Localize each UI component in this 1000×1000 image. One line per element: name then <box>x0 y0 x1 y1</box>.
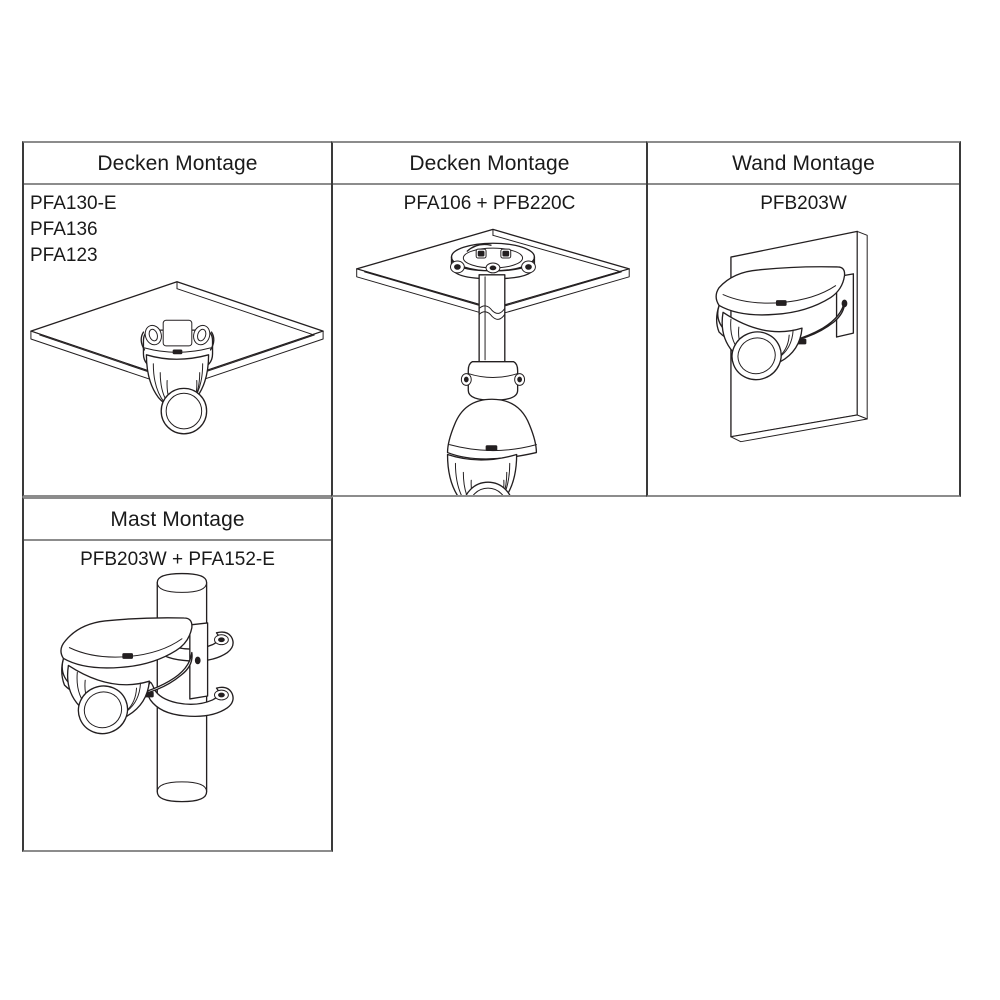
cell-body-wall-mount: PFB203W <box>648 185 959 495</box>
cell-header-ceiling-mount-a: Decken Montage <box>24 143 331 185</box>
pole-clamp-lower-graphic <box>146 681 234 718</box>
table-row: Mast Montage PFB203W + PFA152-E <box>22 497 961 852</box>
cell-body-pole-mount: PFB203W + PFA152-E <box>24 541 331 850</box>
eyeball-dome-camera-graphic <box>140 319 215 435</box>
pendant-adapter-plate-graphic <box>450 242 536 280</box>
illustration-vertical-pole-with-two-clamps-bracket-and-dome-camera <box>24 541 331 850</box>
model-list-ceiling-mount-a: PFA130-E PFA136 PFA123 <box>30 193 117 267</box>
model-list-pole-mount: PFB203W + PFA152-E <box>80 549 275 570</box>
illustration-ceiling-plate-with-pendant-pole-and-dome-camera <box>333 185 646 495</box>
cell-header-pole-mount: Mast Montage <box>24 499 331 541</box>
cell-header-label: Decken Montage <box>97 151 258 175</box>
adapter-bolt-heads <box>450 248 536 274</box>
pole-dome-camera-graphic <box>66 664 151 735</box>
cell-header-ceiling-mount-b: Decken Montage <box>333 143 646 185</box>
cell-body-ceiling-mount-b: PFA106 + PFB220C <box>333 185 646 495</box>
pendant-dome-camera-graphic <box>446 398 538 495</box>
mount-cell-pole-mount: Mast Montage PFB203W + PFA152-E <box>22 497 333 852</box>
mount-cell-ceiling-mount-a: Decken Montage PFA130-E PFA136 PFA123 <box>22 141 333 497</box>
illustration-wall-panel-with-wall-bracket-and-dome-camera <box>648 185 959 495</box>
cell-body-ceiling-mount-a: PFA130-E PFA136 PFA123 <box>24 185 331 495</box>
wall-bracket-graphic <box>715 266 855 346</box>
pole-coupling-collar-graphic <box>460 361 526 401</box>
mount-cell-wall-mount: Wand Montage PFB203W <box>646 141 961 497</box>
cell-header-label: Wand Montage <box>732 151 875 175</box>
cell-header-label: Mast Montage <box>110 507 245 531</box>
mount-cell-ceiling-mount-b: Decken Montage PFA106 + PFB220C <box>331 141 648 497</box>
mounting-options-table: Decken Montage PFA130-E PFA136 PFA123 <box>22 141 961 852</box>
cell-header-label: Decken Montage <box>409 151 570 175</box>
table-row: Decken Montage PFA130-E PFA136 PFA123 <box>22 141 961 497</box>
model-list-ceiling-mount-b: PFA106 + PFB220C <box>403 193 576 214</box>
illustration-ceiling-plate-with-eyeball-dome-camera <box>24 185 331 495</box>
cell-header-wall-mount: Wand Montage <box>648 143 959 185</box>
pendant-pole-graphic <box>478 274 506 363</box>
model-list-wall-mount: PFB203W <box>760 193 847 214</box>
wall-dome-camera-graphic <box>721 311 803 381</box>
